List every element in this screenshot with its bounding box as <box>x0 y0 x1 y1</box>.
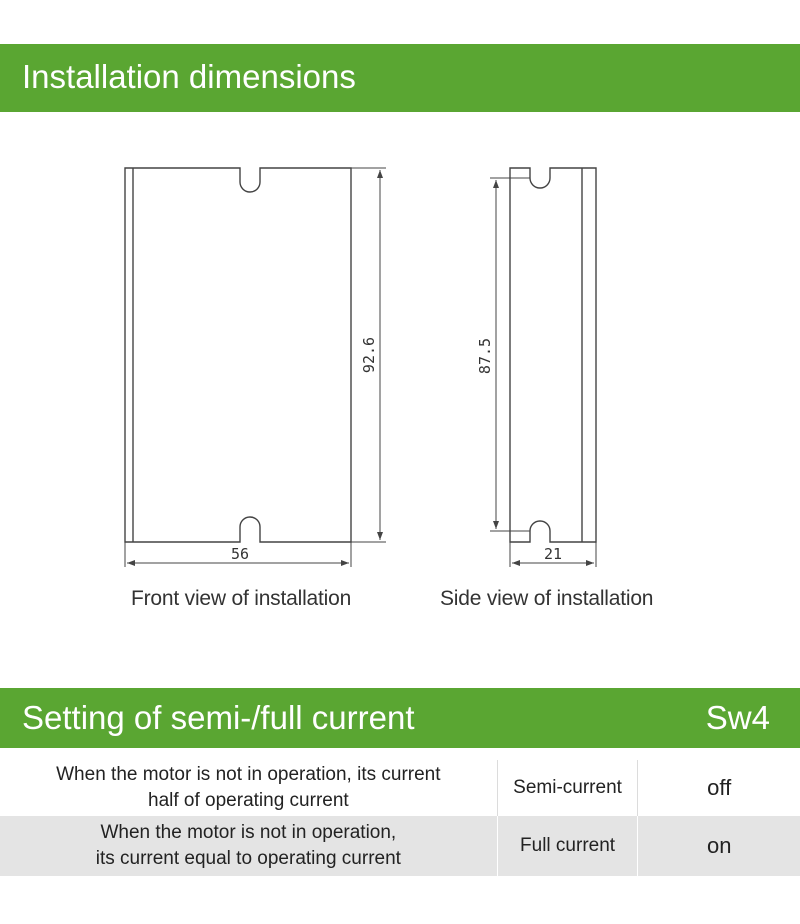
front-view-caption: Front view of installation <box>131 587 352 610</box>
installation-banner: Installation dimensions <box>0 44 800 112</box>
side-view-caption: Side view of installation <box>440 587 654 610</box>
front-view-outline <box>124 167 352 543</box>
row-mode: Semi-current <box>496 760 638 816</box>
current-setting-title: Setting of semi-/full current <box>22 699 415 736</box>
table-row: When the motor is not in operation, its … <box>0 816 800 876</box>
description-line: its current equal to operating current <box>95 848 401 869</box>
row-description: When the motor is not in operation, its … <box>0 816 498 876</box>
switch-label: Sw4 <box>705 699 770 736</box>
description-line: half of operating current <box>148 790 349 811</box>
description-line: When the motor is not in operation, <box>100 822 397 843</box>
row-switch-value: off <box>637 760 800 816</box>
row-mode: Full current <box>496 816 638 876</box>
table-row: When the motor is not in operation, its … <box>0 760 800 816</box>
current-setting-banner: Setting of semi-/full current Sw4 <box>0 688 800 748</box>
description-line: When the motor is not in operation, its … <box>56 764 441 785</box>
side-view-outline <box>509 167 597 543</box>
front-height-label: 92.6 <box>360 337 378 373</box>
current-setting-table: When the motor is not in operation, its … <box>0 760 800 876</box>
side-width-label: 21 <box>544 545 562 563</box>
row-description: When the motor is not in operation, its … <box>0 760 498 816</box>
row-switch-value: on <box>637 816 800 876</box>
side-height-label: 87.5 <box>476 338 494 374</box>
front-width-label: 56 <box>231 545 249 563</box>
installation-title: Installation dimensions <box>22 58 356 95</box>
